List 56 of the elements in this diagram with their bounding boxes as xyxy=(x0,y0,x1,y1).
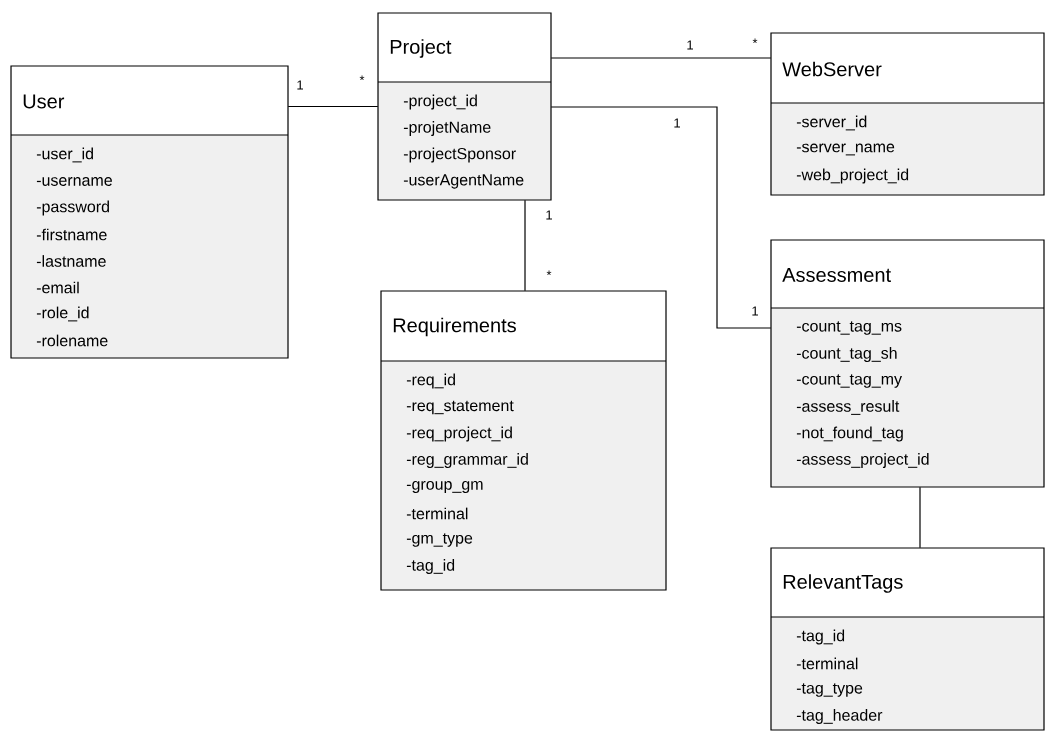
attribute: -userAgentName xyxy=(403,174,524,189)
attribute: -count_tag_my xyxy=(796,374,902,388)
association-line xyxy=(919,486,921,549)
attribute: -web_project_id xyxy=(796,168,909,184)
class-box xyxy=(380,290,667,591)
association-line xyxy=(550,57,772,59)
attribute: -tag_header xyxy=(796,709,883,724)
attribute: -username xyxy=(36,177,112,186)
attribute: -group_gm xyxy=(406,481,483,493)
class-name: WebServer xyxy=(782,61,882,77)
attribute: -count_tag_sh xyxy=(796,347,897,362)
attribute: -email xyxy=(36,281,79,294)
class-name: Assessment xyxy=(782,268,891,282)
attribute: -not_found_tag xyxy=(796,426,903,442)
multiplicity: 1 xyxy=(752,306,758,316)
attribute: -server_name xyxy=(796,143,895,156)
attribute: -password xyxy=(36,200,109,216)
class-name: User xyxy=(23,94,65,109)
attribute: -count_tag_ms xyxy=(796,321,902,335)
class-box xyxy=(10,65,289,359)
association-line xyxy=(524,199,526,292)
association-line xyxy=(287,105,379,108)
attribute: -lastname xyxy=(36,255,106,267)
attribute: -terminal xyxy=(796,657,858,670)
attribute: -tag_id xyxy=(796,629,845,645)
attribute: -projectSponsor xyxy=(403,147,516,163)
multiplicity: * xyxy=(546,270,552,276)
class-name: Project xyxy=(390,39,452,58)
multiplicity: 1 xyxy=(674,118,680,128)
association-line xyxy=(550,106,772,329)
attribute: -req_project_id xyxy=(406,426,512,442)
class-box xyxy=(377,12,552,201)
class-name: Requirements xyxy=(393,317,516,337)
class-box xyxy=(770,239,1045,488)
attribute: -project_id xyxy=(403,94,477,110)
class-box xyxy=(770,547,1045,731)
attribute: -role_id xyxy=(36,306,89,322)
attribute: -terminal xyxy=(406,507,468,520)
attribute: -user_id xyxy=(36,147,93,163)
attribute: -req_statement xyxy=(406,400,514,415)
attribute: -tag_id xyxy=(406,559,455,574)
attribute: -reg_grammar_id xyxy=(406,453,528,468)
attribute: -rolename xyxy=(36,334,108,347)
attribute: -server_id xyxy=(796,115,867,131)
attribute: -gm_type xyxy=(406,533,473,547)
multiplicity: * xyxy=(752,38,758,44)
multiplicity: 1 xyxy=(687,40,693,50)
attribute: -firstname xyxy=(36,228,107,241)
attribute: -projetName xyxy=(403,121,491,136)
attribute: -assess_project_id xyxy=(796,453,929,468)
multiplicity: * xyxy=(359,75,365,81)
attribute: -req_id xyxy=(406,373,455,389)
attribute: -tag_type xyxy=(796,683,863,697)
class-box xyxy=(770,32,1045,196)
attribute: -assess_result xyxy=(796,400,900,415)
class-name: RelevantTags xyxy=(783,574,903,593)
